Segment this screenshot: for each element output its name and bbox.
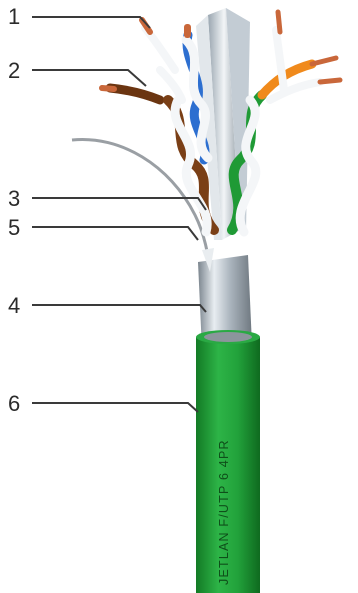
loose-conductors-left [102, 20, 182, 100]
callout-5: 5 [8, 215, 20, 240]
callout-2: 2 [8, 58, 20, 83]
leader-4 [32, 305, 206, 312]
leader-3 [32, 198, 206, 210]
callout-leaders [32, 17, 206, 412]
outer-jacket: JETLAN F/UTP 6 4PR [196, 330, 260, 593]
callout-4: 4 [8, 293, 20, 318]
callout-3: 3 [8, 186, 20, 211]
leader-6 [32, 403, 198, 412]
leader-5 [32, 227, 198, 240]
leader-1 [32, 17, 150, 28]
callout-6: 6 [8, 391, 20, 416]
callout-1: 1 [8, 4, 20, 29]
jacket-print: JETLAN F/UTP 6 4PR [217, 439, 231, 585]
leader-2 [32, 70, 146, 86]
callout-numbers: 1 2 3 5 4 6 [8, 4, 20, 416]
twisted-pair-orange [262, 12, 340, 100]
